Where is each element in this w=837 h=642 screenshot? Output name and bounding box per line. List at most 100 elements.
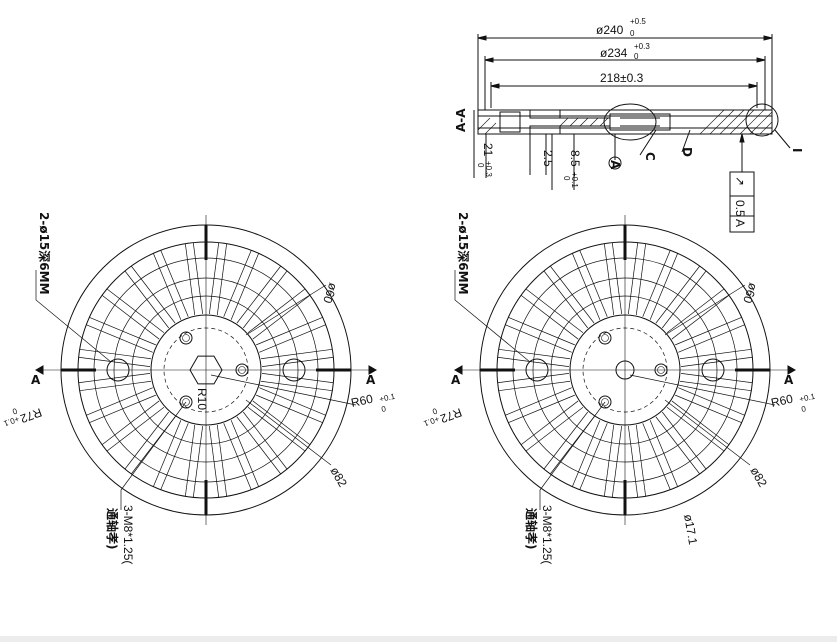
rib-spoke: [671, 400, 730, 446]
rib-spoke: [678, 324, 745, 353]
rib-spoke: [525, 288, 584, 334]
rib-spoke: [192, 242, 204, 315]
thread-hole: [654, 363, 668, 377]
blind-hole: [106, 358, 130, 382]
dim-od-240-lower: 0: [630, 29, 635, 38]
rib-spoke: [649, 420, 679, 487]
rib-spoke: [260, 348, 333, 360]
dim-od-240: ø240: [596, 23, 624, 37]
rib-spoke: [649, 253, 679, 320]
hole-note-right: 2-ø15深6MM: [456, 212, 471, 295]
dim-r72-right-lower: +0.1: [422, 414, 440, 428]
rib-spoke: [101, 400, 160, 446]
rib-spoke: [89, 316, 156, 346]
rib-spoke: [680, 372, 753, 384]
rib-spoke: [498, 348, 571, 360]
rib-spoke: [152, 253, 182, 320]
rib-spoke: [611, 242, 623, 315]
rib-spoke: [86, 324, 153, 353]
rib-spoke: [106, 406, 165, 452]
leader-d82: [664, 399, 751, 466]
section-arrow: [34, 365, 44, 375]
rib-spoke: [124, 411, 170, 470]
rib-spoke: [655, 265, 701, 324]
rib-spoke: [89, 394, 156, 424]
dim-r60-left: R60: [350, 392, 375, 410]
section-mark-right-a2: A: [784, 373, 794, 387]
rib-spoke: [505, 387, 572, 416]
dim-mid-234-upper: +0.3: [634, 42, 650, 51]
rib-spoke: [106, 288, 165, 334]
dim-r60-left-lower: 0: [381, 404, 388, 414]
rib-spoke: [671, 294, 730, 340]
section-view-labels: ø240 +0.5 0 ø234 +0.3 0 218±0.3 A-A 21 +…: [454, 17, 804, 227]
rib-spoke: [236, 265, 282, 324]
rib-spoke: [627, 242, 639, 315]
leader-d82: [245, 399, 332, 466]
plan-view-left: [34, 215, 378, 525]
blind-hole: [282, 358, 306, 382]
rib-spoke: [130, 265, 176, 324]
rib-spoke: [497, 372, 570, 384]
hole-note-left: 2-ø15深6MM: [37, 212, 52, 295]
rib-spoke: [543, 411, 589, 470]
section-mark-right-a1: A: [451, 373, 461, 387]
rib-spoke: [184, 424, 196, 497]
datum-a-label: A: [608, 160, 622, 170]
rib-spoke: [549, 265, 595, 324]
rib-spoke: [579, 250, 608, 317]
dim-d82-left: ø82: [327, 465, 350, 490]
section-arrow: [453, 365, 463, 375]
rib-spoke: [508, 316, 575, 346]
dim-r72-left: R72: [18, 405, 44, 426]
rib-spoke: [678, 387, 745, 416]
dim-depth-8-5: 8.5: [568, 150, 582, 167]
rib-spoke: [256, 394, 323, 424]
thread-hole-inner: [238, 366, 246, 374]
rib-spoke: [679, 380, 752, 392]
leader-thread: [120, 401, 187, 510]
rib-spoke: [78, 372, 151, 384]
rib-spoke: [635, 424, 647, 497]
dim-mid-234: ø234: [600, 46, 628, 60]
rib-spoke: [520, 294, 579, 340]
rib-spoke: [86, 387, 153, 416]
rib-spoke: [642, 423, 671, 490]
rib-spoke: [79, 348, 152, 360]
dim-thickness-lower: 0: [476, 163, 485, 168]
plan-view-right: [453, 215, 797, 525]
rib-spoke: [611, 425, 623, 498]
rib-spoke: [679, 348, 752, 360]
blind-hole: [701, 358, 725, 382]
callout-d: D: [680, 147, 694, 157]
section-arrow: [787, 365, 797, 375]
section-mark-left-a1: A: [31, 373, 41, 387]
callout-c: C: [643, 152, 657, 161]
rib-spoke: [216, 424, 228, 497]
rib-spoke: [520, 400, 579, 446]
rib-spoke: [252, 294, 311, 340]
rib-spoke: [247, 406, 306, 452]
rib-spoke: [252, 400, 311, 446]
rib-spoke: [543, 270, 589, 329]
rib-spoke: [160, 423, 189, 490]
rib-spoke: [236, 416, 282, 475]
rib-spoke: [124, 270, 170, 329]
dim-r72-left-upper: 0: [11, 406, 19, 416]
thread-hole: [179, 395, 193, 409]
dim-depth-lower: 0: [562, 176, 571, 181]
dim-inner-218: 218±0.3: [600, 71, 644, 85]
rib-spoke: [497, 356, 570, 368]
rib-spoke: [680, 356, 753, 368]
rib-spoke: [242, 411, 288, 470]
rib-spoke: [242, 270, 288, 329]
rib-spoke: [571, 420, 601, 487]
bottom-scrollbar-track[interactable]: [0, 636, 837, 642]
rib-spoke: [508, 394, 575, 424]
rib-spoke: [152, 420, 182, 487]
rib-spoke: [259, 324, 326, 353]
rib-spoke: [256, 316, 323, 346]
rib-spoke: [223, 423, 252, 490]
rib-spoke: [498, 380, 571, 392]
